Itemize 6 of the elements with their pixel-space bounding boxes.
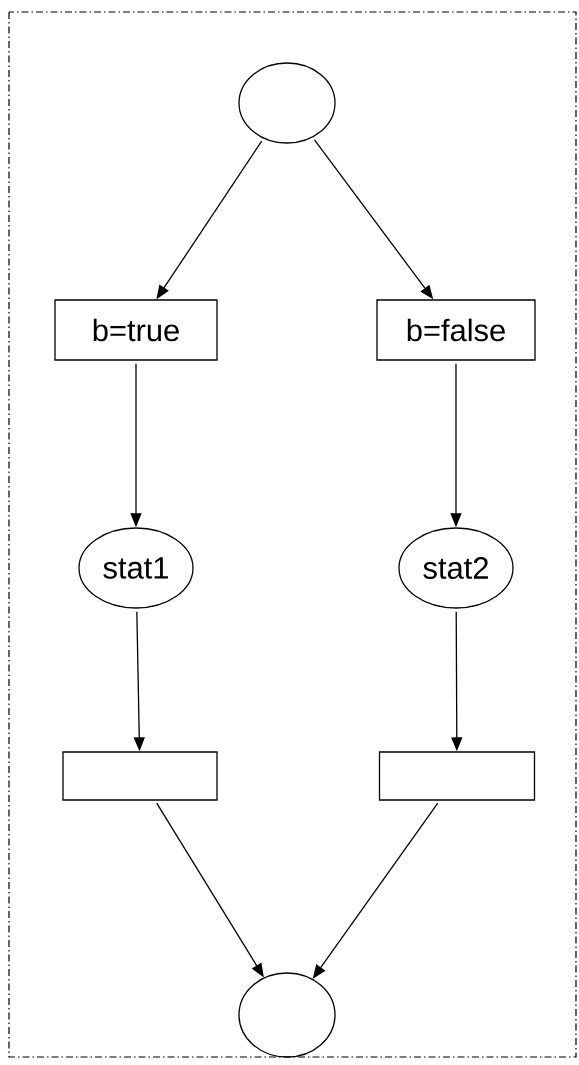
transition-box <box>62 751 218 801</box>
place-ellipse <box>238 972 336 1058</box>
place-ellipse <box>238 62 336 144</box>
transition-box: b=true <box>54 299 218 361</box>
transition-box <box>378 751 536 801</box>
transition-box: b=false <box>376 299 536 361</box>
